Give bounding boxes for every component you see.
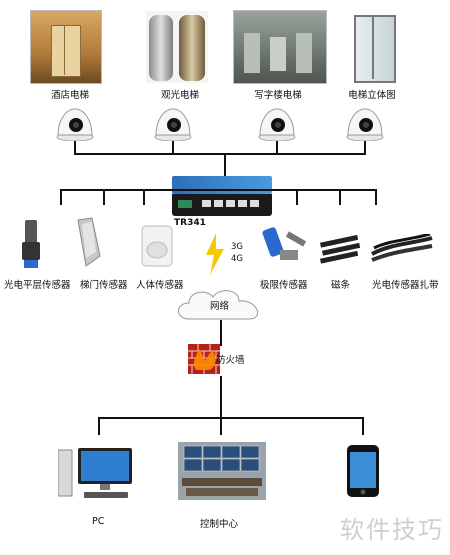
sensor-drop-line [296, 189, 298, 205]
firewall-drop-line [220, 376, 222, 418]
network-3g-label: 3G [231, 242, 243, 252]
stereo-elevator-image [345, 10, 402, 84]
human-sensor-label: 人体传感器 [136, 280, 184, 291]
cable-tie-icon [371, 234, 433, 262]
photoelectric-leveling-sensor-icon [22, 220, 40, 268]
endpoint-bus-line [98, 417, 364, 419]
sensor-drop-line [60, 189, 62, 205]
limit-sensor-icon [262, 227, 307, 260]
cable-tie-label: 光电传感器扎带 [372, 280, 439, 291]
human-sensor-icon [141, 225, 173, 267]
sensor-drop-line [339, 189, 341, 205]
camera-drop-line [74, 141, 76, 154]
watermark-text: 软件技巧 [340, 516, 444, 544]
sightseeing-elevator-label: 观光电梯 [160, 90, 199, 101]
router-model-label: TR341 [174, 218, 206, 228]
dome-camera-icon [258, 108, 296, 141]
network-label: 网络 [210, 301, 230, 312]
sensor-drop-line [375, 189, 377, 205]
network-4g-label: 4G [231, 254, 243, 264]
camera-drop-line [172, 141, 174, 154]
network-cloud-icon [178, 290, 259, 320]
door-sensor-icon [77, 217, 101, 267]
mobile-phone-icon [347, 445, 379, 497]
endpoint-drop-line [220, 417, 222, 435]
magnetic-strip-label: 磁条 [331, 280, 351, 291]
sensor-drop-line [103, 189, 105, 205]
endpoint-drop-line [98, 417, 100, 435]
camera-bus-line [74, 153, 366, 155]
stereo-elevator-label: 电梯立体图 [348, 90, 396, 101]
control-center-label: 控制中心 [200, 519, 239, 530]
camera-to-router-line [224, 153, 226, 176]
lightning-icon [206, 233, 224, 275]
sensor-bus-line [60, 189, 377, 191]
pc-icon [58, 448, 132, 498]
pc-label: PC [92, 516, 105, 527]
leveling-sensor-label: 光电平层传感器 [4, 280, 71, 291]
hotel-elevator-label: 酒店电梯 [50, 90, 89, 101]
camera-drop-line [364, 141, 366, 154]
limit-sensor-label: 极限传感器 [260, 280, 308, 291]
hotel-elevator-image [30, 10, 102, 84]
sensor-drop-line [143, 189, 145, 205]
cloud-to-firewall-line [220, 320, 222, 346]
camera-drop-line [276, 141, 278, 154]
magnetic-strip-icon [319, 235, 361, 264]
dome-camera-icon [346, 108, 384, 141]
office-elevator-label: 写字楼电梯 [254, 90, 302, 101]
dome-camera-icon [154, 108, 192, 141]
router-device [172, 176, 272, 216]
firewall-icon [188, 344, 220, 374]
control-center-image [178, 442, 266, 500]
door-sensor-label: 梯门传感器 [80, 280, 128, 291]
office-elevator-image [233, 10, 327, 84]
endpoint-drop-line [362, 417, 364, 435]
firewall-label: 防火墙 [216, 355, 245, 366]
dome-camera-icon [56, 108, 94, 141]
sightseeing-elevator-image [145, 10, 209, 84]
